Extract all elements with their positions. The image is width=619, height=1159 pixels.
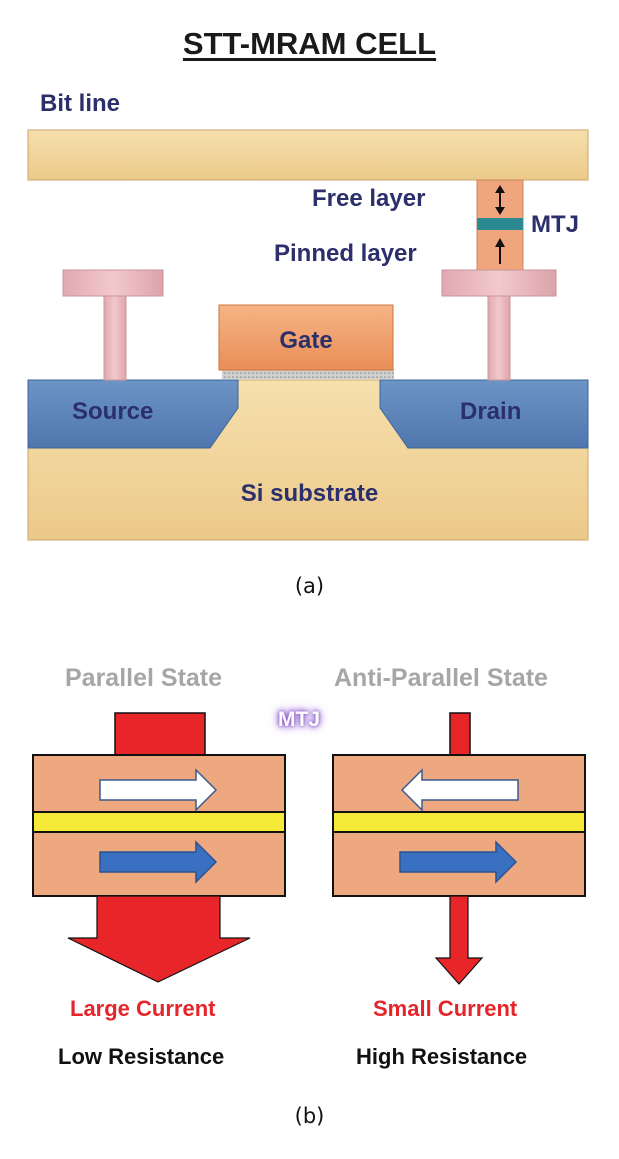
diagram-title: STT-MRAM CELL <box>182 26 437 61</box>
antiparallel-pinned-arrow-icon <box>399 840 518 884</box>
parallel-barrier <box>32 811 286 833</box>
antiparallel-state-label: Anti-Parallel State <box>334 664 548 692</box>
antiparallel-barrier <box>332 811 586 833</box>
source-region <box>27 379 239 449</box>
caption-b: (b) <box>294 1104 325 1128</box>
antiparallel-free-arrow-icon <box>400 768 519 812</box>
stt-mram-cell-diagram <box>27 129 589 541</box>
drain-contact-cap <box>441 269 557 297</box>
drain-contact-via <box>487 295 511 381</box>
source-contact-via <box>103 295 127 381</box>
mtj-glow-label: MTJ <box>278 708 320 731</box>
gate-label: Gate <box>279 327 333 354</box>
bit-line-bar <box>27 129 589 181</box>
parallel-current-in <box>114 712 206 756</box>
large-current-label: Large Current <box>70 996 216 1021</box>
gate-block <box>218 304 394 371</box>
parallel-state-label: Parallel State <box>65 664 223 692</box>
small-current-arrow-icon <box>434 895 484 985</box>
caption-a: (a) <box>294 574 325 598</box>
source-contact-cap <box>62 269 164 297</box>
free-layer-label: Free layer <box>312 185 426 212</box>
high-resistance-label: High Resistance <box>356 1044 528 1069</box>
antiparallel-current-in <box>449 712 471 756</box>
parallel-pinned-arrow-icon <box>99 840 218 884</box>
large-current-arrow-icon <box>67 895 251 983</box>
si-substrate-label: Si substrate <box>240 480 379 507</box>
mtj-states-diagram <box>32 712 586 985</box>
gate-oxide <box>222 369 394 379</box>
parallel-pinned-layer <box>32 831 286 897</box>
parallel-free-arrow-icon <box>99 768 218 812</box>
mtj-tunnel-barrier <box>477 218 523 230</box>
drain-region <box>379 379 589 449</box>
bit-line-label: Bit line <box>40 90 121 117</box>
mtj-label: MTJ <box>531 211 579 238</box>
pinned-layer-label: Pinned layer <box>274 240 417 267</box>
small-current-label: Small Current <box>373 996 518 1021</box>
low-resistance-label: Low Resistance <box>58 1044 225 1069</box>
source-label: Source <box>72 398 154 425</box>
drain-label: Drain <box>460 398 522 425</box>
